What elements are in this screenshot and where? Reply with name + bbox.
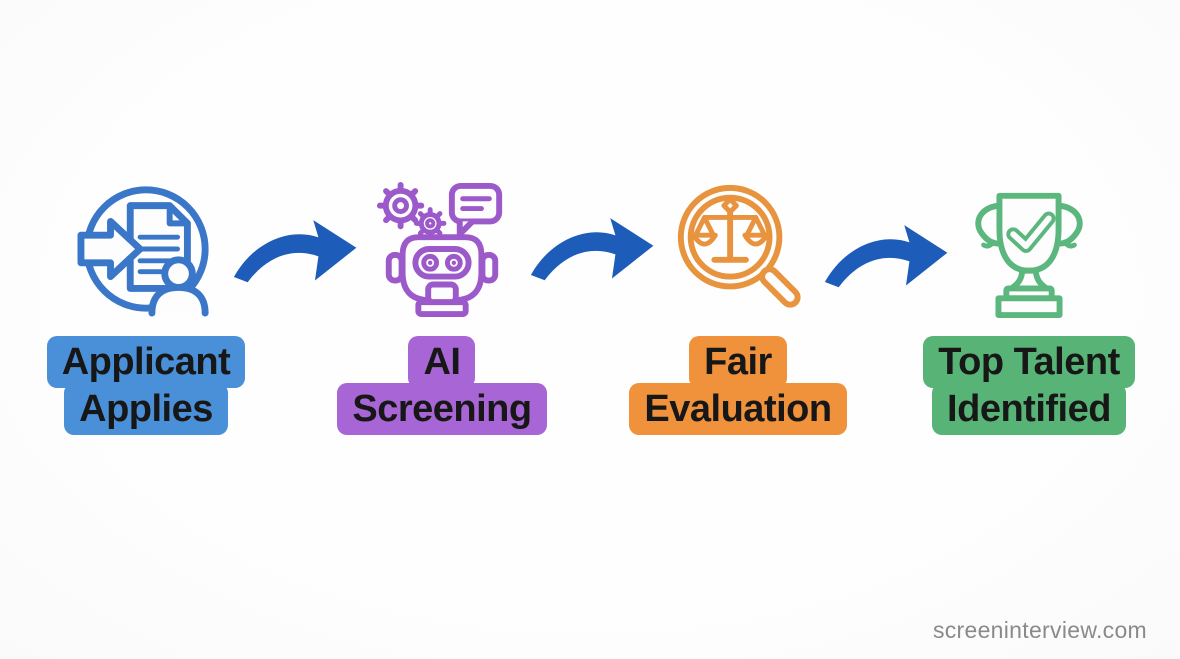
label-line-1: Top Talent <box>923 336 1135 388</box>
robot-gears-chat-icon <box>373 180 511 318</box>
label-line-2: Screening <box>337 383 547 435</box>
step-label-applicant-applies: Applicant Applies <box>46 336 246 435</box>
flow-arrow-icon <box>524 199 662 289</box>
label-line-1: Fair <box>689 336 787 388</box>
step-label-fair-evaluation: Fair Evaluation <box>629 336 847 435</box>
step-label-top-talent-identified: Top Talent Identified <box>923 336 1135 435</box>
flow-arrow-icon <box>227 201 365 291</box>
label-line-1: Applicant <box>46 336 246 388</box>
step-top-talent-identified: Top Talent Identified <box>879 180 1179 435</box>
trophy-checkmark-icon <box>960 180 1098 318</box>
label-line-2: Identified <box>932 383 1126 435</box>
step-ai-screening: AI Screening <box>292 180 592 435</box>
application-document-person-icon <box>77 180 215 318</box>
step-applicant-applies: Applicant Applies <box>0 180 296 435</box>
step-fair-evaluation: Fair Evaluation <box>588 180 888 435</box>
magnifier-scales-icon <box>669 180 807 318</box>
step-label-ai-screening: AI Screening <box>337 336 547 435</box>
label-line-1: AI <box>408 336 476 388</box>
watermark-text: screeninterview.com <box>932 617 1147 643</box>
label-line-2: Evaluation <box>629 383 847 435</box>
flow-arrow-icon <box>818 206 956 296</box>
label-line-2: Applies <box>64 383 228 435</box>
